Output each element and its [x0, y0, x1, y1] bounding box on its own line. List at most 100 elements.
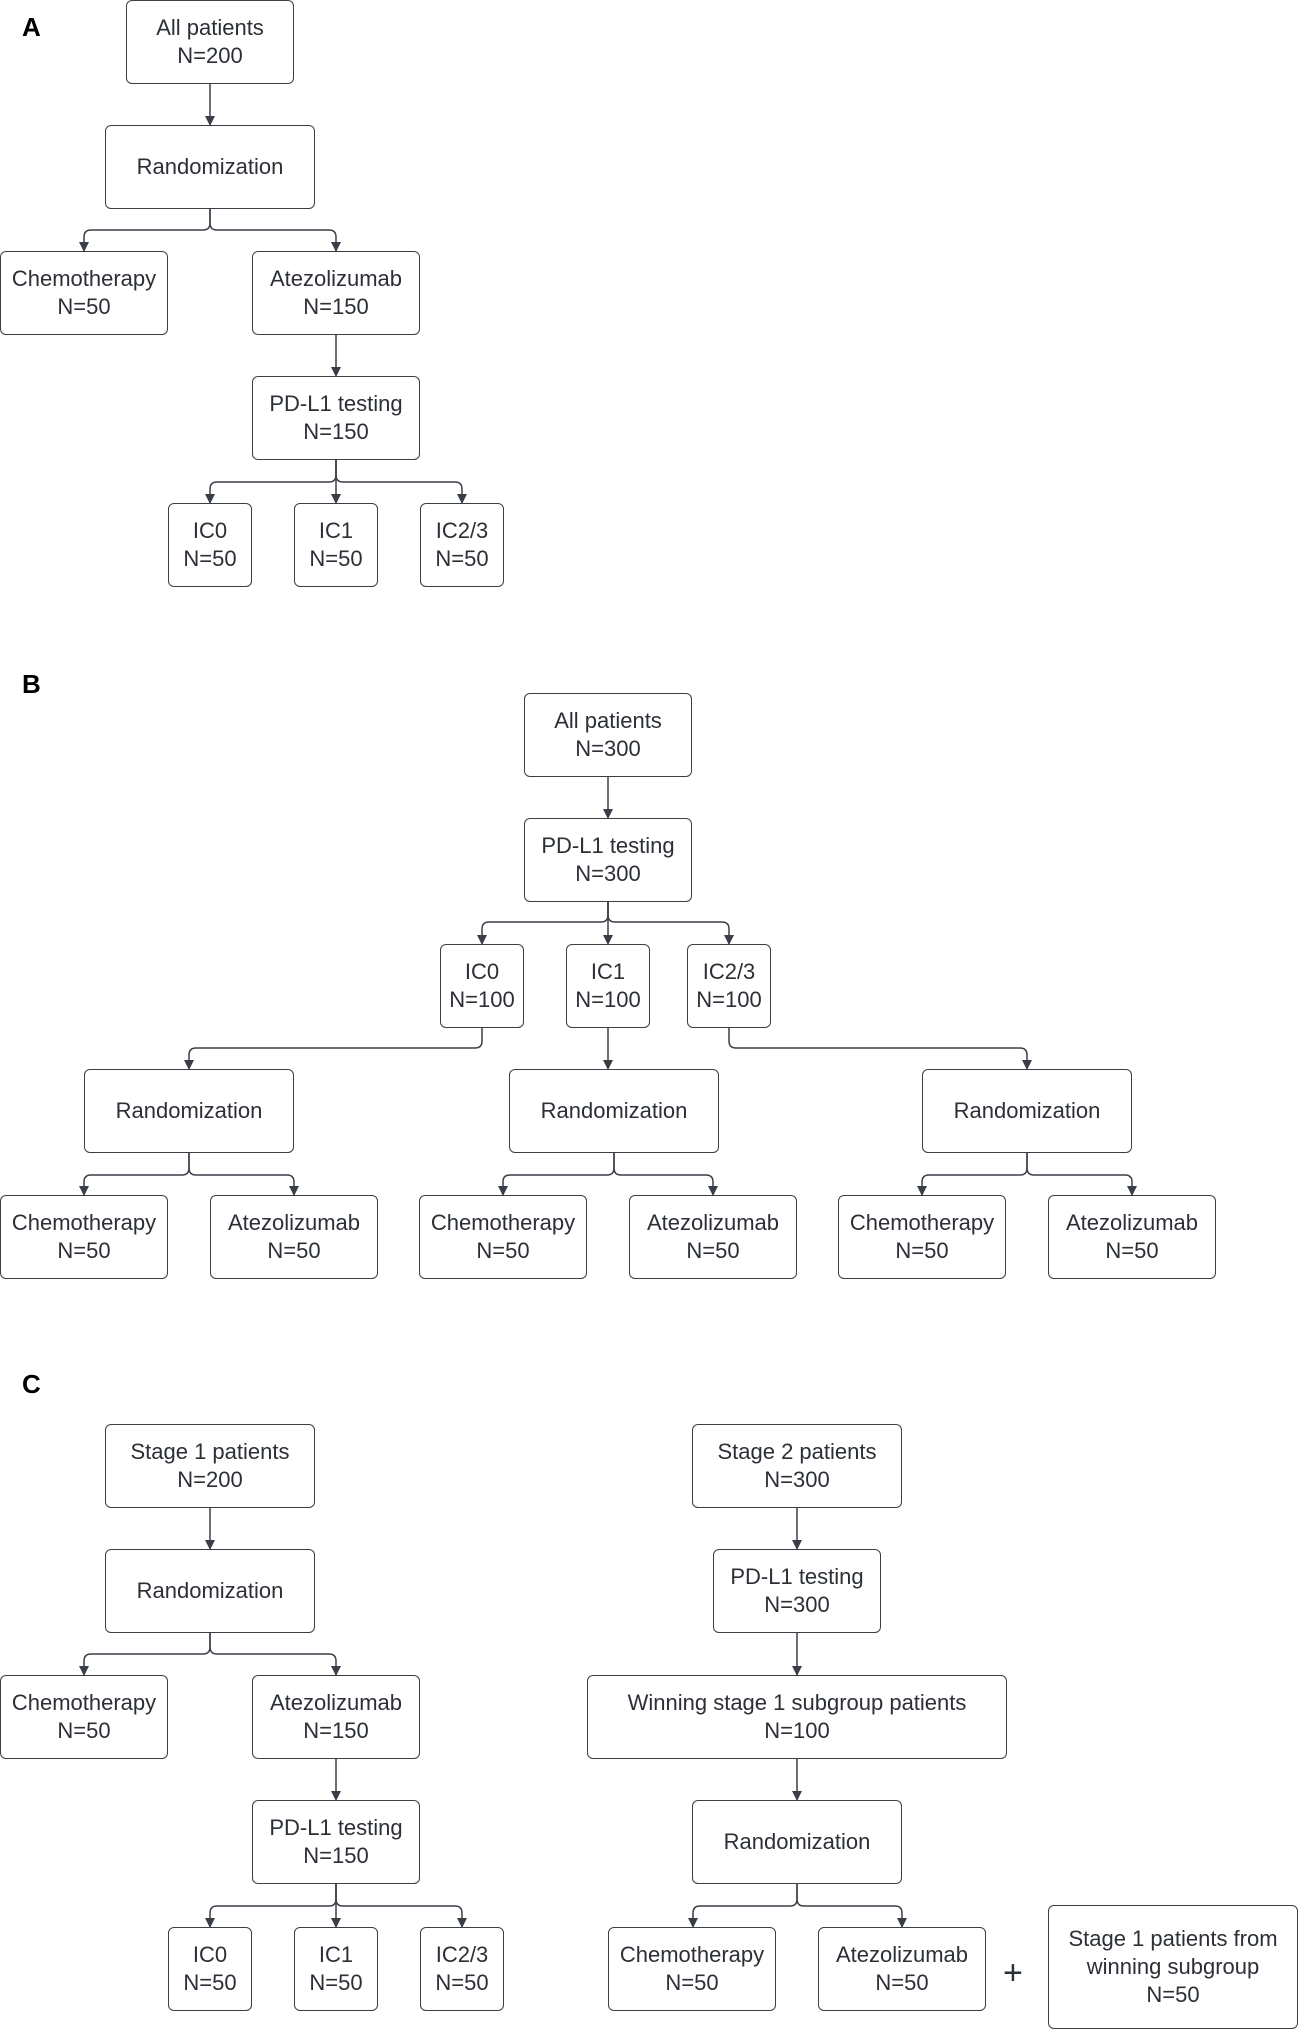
c-stage1-from-winning-line1: Stage 1 patients from — [1068, 1926, 1278, 1951]
arrow-a-pdl1-to-ic23 — [335, 460, 467, 504]
b-chemotherapy-1-count: N=50 — [57, 1238, 111, 1263]
b-chemotherapy-3-count: N=50 — [895, 1238, 949, 1263]
c-randomization-s1-box: Randomization — [105, 1549, 315, 1633]
a-atezolizumab-box: Atezolizumab N=150 — [252, 251, 420, 335]
c-chemotherapy-s1-count: N=50 — [57, 1718, 111, 1743]
b-ic0-label: IC0 — [464, 959, 500, 984]
c-ic0-count: N=50 — [183, 1970, 237, 1995]
a-ic1-count: N=50 — [309, 546, 363, 571]
b-randomization-2-box: Randomization — [509, 1069, 719, 1153]
b-randomization-3-label: Randomization — [953, 1098, 1101, 1123]
b-chemotherapy-3-box: Chemotherapy N=50 — [838, 1195, 1006, 1279]
arrow-b-rand3-to-atezo — [1026, 1153, 1137, 1196]
c-pdl1-testing-s2-count: N=300 — [764, 1592, 830, 1617]
a-ic1-box: IC1 N=50 — [294, 503, 378, 587]
b-randomization-2-label: Randomization — [540, 1098, 688, 1123]
arrow-b-ic23-to-rand3 — [728, 1028, 1032, 1070]
c-atezolizumab-s2-count: N=50 — [875, 1970, 929, 1995]
b-ic1-box: IC1 N=100 — [566, 944, 650, 1028]
b-chemotherapy-3-label: Chemotherapy — [849, 1210, 995, 1235]
c-stage2-patients-label: Stage 2 patients — [717, 1439, 877, 1464]
b-chemotherapy-1-label: Chemotherapy — [11, 1210, 157, 1235]
b-atezolizumab-2-box: Atezolizumab N=50 — [629, 1195, 797, 1279]
a-ic23-count: N=50 — [435, 546, 489, 571]
b-atezolizumab-1-count: N=50 — [267, 1238, 321, 1263]
a-ic1-label: IC1 — [318, 518, 354, 543]
c-chemotherapy-s1-box: Chemotherapy N=50 — [0, 1675, 168, 1759]
a-chemotherapy-box: Chemotherapy N=50 — [0, 251, 168, 335]
b-randomization-3-box: Randomization — [922, 1069, 1132, 1153]
arrow-c-pdl1-to-ic23 — [335, 1884, 467, 1928]
b-ic23-count: N=100 — [696, 987, 762, 1012]
a-all-patients-label: All patients — [156, 15, 264, 40]
arrow-b-rand1-to-atezo — [188, 1153, 299, 1196]
b-all-patients-box: All patients N=300 — [524, 693, 692, 777]
c-winning-subgroup-label: Winning stage 1 subgroup patients — [627, 1690, 967, 1715]
c-stage1-from-winning-box: Stage 1 patients from winning subgroup N… — [1048, 1905, 1298, 2029]
a-ic0-label: IC0 — [192, 518, 228, 543]
b-atezolizumab-3-label: Atezolizumab — [1065, 1210, 1199, 1235]
a-ic0-box: IC0 N=50 — [168, 503, 252, 587]
b-ic23-label: IC2/3 — [702, 959, 756, 984]
plus-sign: + — [1003, 1954, 1023, 1992]
a-all-patients-count: N=200 — [177, 43, 243, 68]
b-chemotherapy-2-count: N=50 — [476, 1238, 530, 1263]
c-chemotherapy-s2-box: Chemotherapy N=50 — [608, 1927, 776, 2011]
arrow-c-rand-to-chemo-s2 — [688, 1884, 798, 1928]
b-randomization-1-label: Randomization — [115, 1098, 263, 1123]
c-atezolizumab-s1-count: N=150 — [303, 1718, 369, 1743]
arrow-b-rand3-to-chemo — [917, 1153, 1028, 1196]
c-randomization-s2-label: Randomization — [723, 1829, 871, 1854]
b-pdl1-testing-label: PD-L1 testing — [541, 833, 675, 858]
c-ic0-box: IC0 N=50 — [168, 1927, 252, 2011]
b-atezolizumab-1-box: Atezolizumab N=50 — [210, 1195, 378, 1279]
c-stage2-patients-count: N=300 — [764, 1467, 830, 1492]
a-atezolizumab-count: N=150 — [303, 294, 369, 319]
a-all-patients-box: All patients N=200 — [126, 0, 294, 84]
b-ic0-count: N=100 — [449, 987, 515, 1012]
a-chemotherapy-count: N=50 — [57, 294, 111, 319]
arrow-c-rand-to-atezo — [209, 1633, 341, 1676]
arrow-c-rand-to-chemo — [79, 1633, 211, 1676]
a-pdl1-testing-label: PD-L1 testing — [269, 391, 403, 416]
a-pdl1-testing-box: PD-L1 testing N=150 — [252, 376, 420, 460]
b-ic23-box: IC2/3 N=100 — [687, 944, 771, 1028]
a-randomization-label: Randomization — [136, 154, 284, 179]
c-ic1-label: IC1 — [318, 1942, 354, 1967]
c-ic1-count: N=50 — [309, 1970, 363, 1995]
arrow-a-rand-to-chemo — [79, 209, 211, 252]
c-atezolizumab-s1-label: Atezolizumab — [269, 1690, 403, 1715]
b-ic1-label: IC1 — [590, 959, 626, 984]
b-ic1-count: N=100 — [575, 987, 641, 1012]
b-chemotherapy-2-label: Chemotherapy — [430, 1210, 576, 1235]
c-ic23-label: IC2/3 — [435, 1942, 489, 1967]
arrow-a-pdl1-to-ic0 — [205, 460, 337, 504]
arrow-c-pdl1-to-ic0 — [205, 1884, 337, 1928]
b-randomization-1-box: Randomization — [84, 1069, 294, 1153]
b-chemotherapy-1-box: Chemotherapy N=50 — [0, 1195, 168, 1279]
c-chemotherapy-s2-count: N=50 — [665, 1970, 719, 1995]
arrow-b-pdl1-to-ic23 — [607, 902, 734, 945]
c-atezolizumab-s2-label: Atezolizumab — [835, 1942, 969, 1967]
c-ic23-box: IC2/3 N=50 — [420, 1927, 504, 2011]
c-winning-subgroup-count: N=100 — [764, 1718, 830, 1743]
c-stage1-from-winning-count: N=50 — [1146, 1982, 1200, 2007]
b-chemotherapy-2-box: Chemotherapy N=50 — [419, 1195, 587, 1279]
b-atezolizumab-3-box: Atezolizumab N=50 — [1048, 1195, 1216, 1279]
c-pdl1-testing-s1-box: PD-L1 testing N=150 — [252, 1800, 420, 1884]
c-pdl1-testing-s2-box: PD-L1 testing N=300 — [713, 1549, 881, 1633]
arrow-c-rand-to-atezo-s2 — [796, 1884, 907, 1928]
c-stage1-from-winning-line2: winning subgroup — [1086, 1954, 1260, 1979]
a-ic0-count: N=50 — [183, 546, 237, 571]
c-winning-subgroup-box: Winning stage 1 subgroup patients N=100 — [587, 1675, 1007, 1759]
c-atezolizumab-s1-box: Atezolizumab N=150 — [252, 1675, 420, 1759]
a-atezolizumab-label: Atezolizumab — [269, 266, 403, 291]
b-all-patients-label: All patients — [554, 708, 662, 733]
c-randomization-s1-label: Randomization — [136, 1578, 284, 1603]
b-ic0-box: IC0 N=100 — [440, 944, 524, 1028]
c-pdl1-testing-s2-label: PD-L1 testing — [730, 1564, 864, 1589]
a-randomization-box: Randomization — [105, 125, 315, 209]
c-ic1-box: IC1 N=50 — [294, 1927, 378, 2011]
